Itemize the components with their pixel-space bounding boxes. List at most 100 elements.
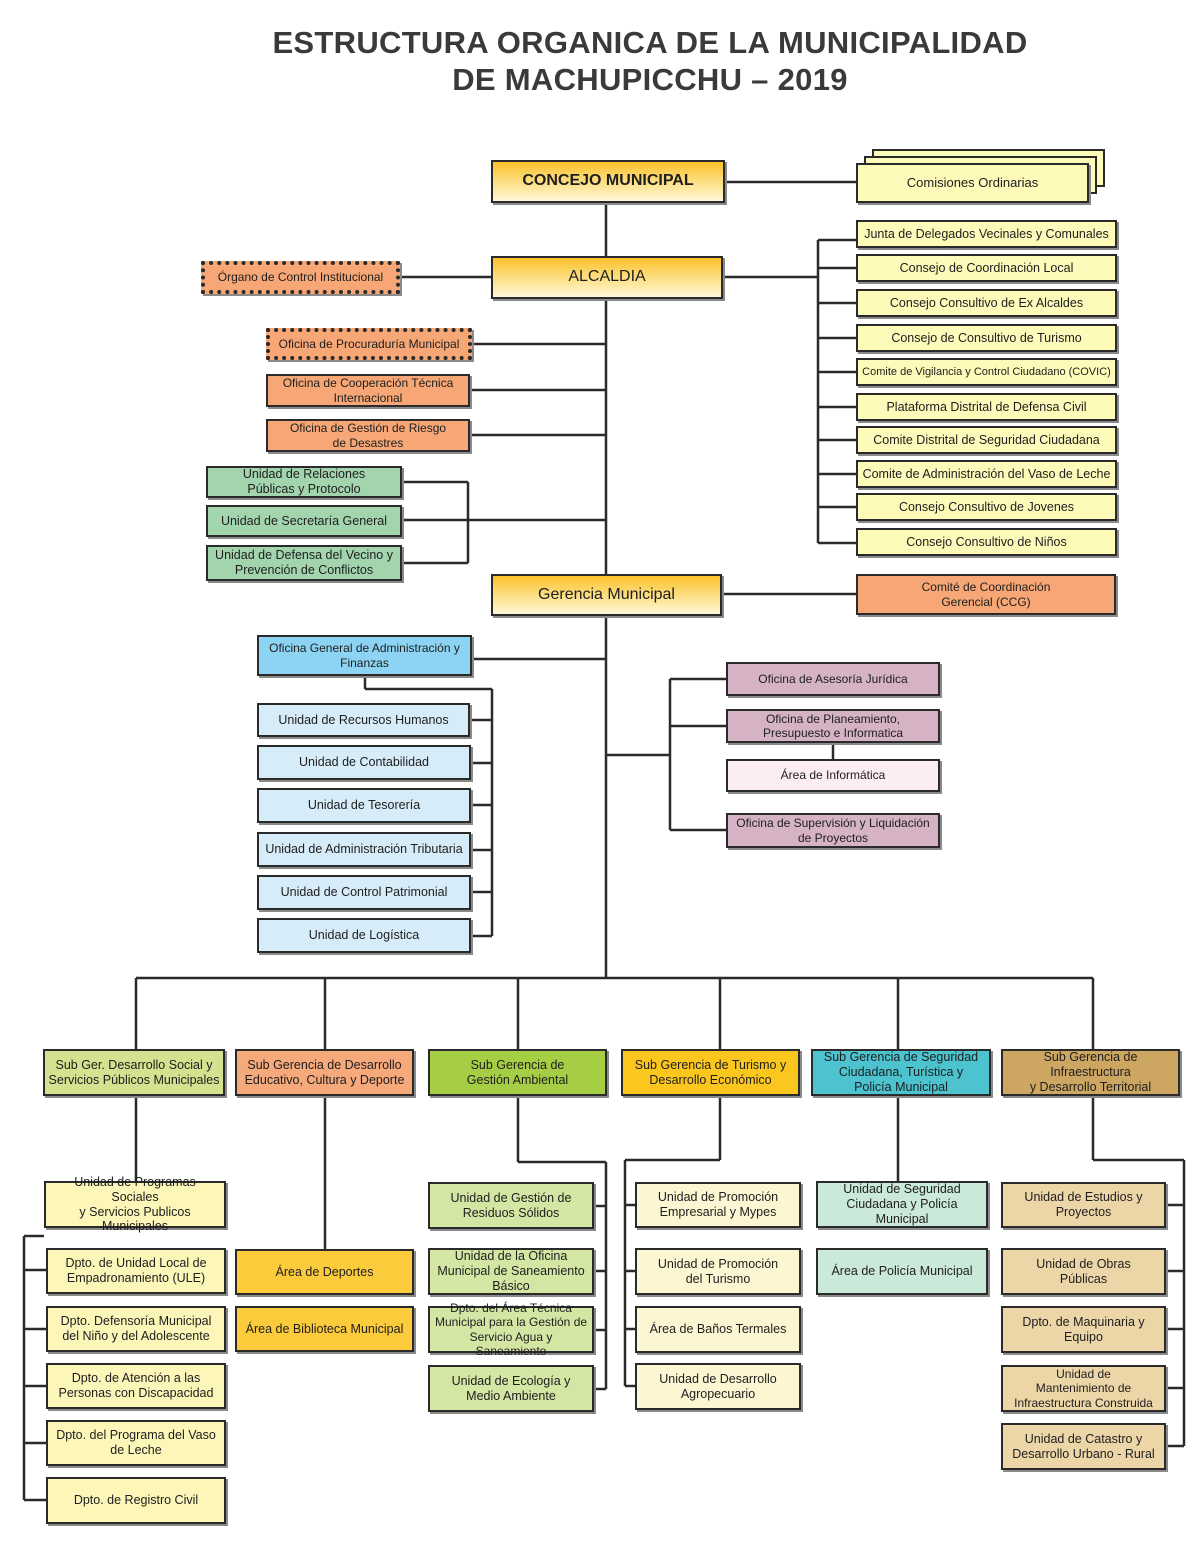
council-label: Consejo de Coordinación Local [899,260,1074,275]
dept-label: Dpto. de Registro Civil [73,1493,199,1508]
unit-label-line-2: Públicas y Protocolo [247,482,361,496]
council-box: Plataforma Distrital de Defensa Civil [856,393,1117,421]
council-box: Consejo de Consultivo de Turismo [856,324,1117,352]
gerencia-municipal-box: Gerencia Municipal [491,574,722,616]
organo-control-box: Órgano de Control Institucional [201,261,400,294]
unit-label-line-2: Prevención de Conflictos [234,563,374,577]
unit-label-line-2: Municipal para la Gestión de [434,1315,588,1330]
admin-head-label-line-2: Finanzas [340,655,389,670]
unit-label-line-2: Públicas [1059,1271,1108,1286]
unit-label-line-2: Residuos Sólidos [462,1205,560,1220]
alcaldia-label: ALCALDIA [568,268,646,286]
gerencia-municipal-label: Gerencia Municipal [538,585,675,603]
advisory-label-line-2: Presupuesto e Informatica [762,726,904,740]
council-box: Comite Distrital de Seguridad Ciudadana [856,426,1117,454]
alcaldia-box: ALCALDIA [491,256,723,299]
subgerencia-label-line-2: Educativo, Cultura y Deporte [244,1072,405,1087]
subgerencia-label-line-2: Gestión Ambiental [466,1072,569,1087]
area-label: Área de Deportes [275,1264,374,1279]
unit-label-line-2: del Turismo [685,1271,751,1286]
admin-unit-box: Unidad de Contabilidad [257,745,471,780]
council-label: Comite de Administración del Vaso de Lec… [862,466,1111,481]
unit-label-line-1: Unidad de [1056,1367,1111,1382]
office-label-line-2: Internacional [333,390,403,405]
ccg-label-line-1: Comité de Coordinación [921,580,1051,595]
admin-unit-label: Unidad de Tesorería [307,798,421,813]
unit-label-line-1: Unidad de Promoción [657,1256,779,1271]
col1-dept-box: Dpto. de Registro Civil [46,1477,226,1524]
admin-unit-box: Unidad de Recursos Humanos [257,703,470,737]
council-label: Consejo Consultivo de Ex Alcaldes [889,295,1084,310]
subgerencia-label-line-2: Ciudadana, Turística y [838,1065,964,1080]
unit-label-line-1: Unidad de Gestión de [450,1190,572,1205]
dept-label-line-1: Dpto. del Programa del Vaso [56,1428,216,1443]
unit-label-line-1: Unidad de Defensa del Vecino y [215,548,393,563]
unit-label-line-2: Equipo [1064,1329,1103,1344]
advisory-label-line-1: Oficina de Supervisión y Liquidación [736,816,930,831]
advisory-box: Oficina de Planeamiento,Presupuesto e In… [726,709,940,743]
office-label-line-2: de Desastres [332,435,404,450]
dept-label-line-2: de Leche [110,1443,162,1457]
area-label: Área de Biblioteca Municipal [245,1321,404,1336]
unit-label-line-1: Unidad de Estudios y [1024,1190,1143,1205]
organo-control-label: Órgano de Control Institucional [217,270,384,285]
col5-unit-box: Área de Policía Municipal [816,1248,988,1295]
admin-unit-label: Unidad de Logística [308,928,420,943]
subgerencia-label-line-1: Sub Gerencia de Desarrollo [247,1057,402,1072]
council-label: Comite Distrital de Seguridad Ciudadana [873,432,1100,447]
unit-label: Unidad de Secretaría General [220,513,388,528]
admin-head-label-line-1: Oficina General de Administración y [269,641,460,656]
council-box: Junta de Delegados Vecinales y Comunales [856,220,1117,248]
dept-label-line-2: Empadronamiento (ULE) [66,1271,206,1285]
comisiones-ordinarias-label: Comisiones Ordinarias [906,175,1039,191]
unit-label-line-2: Desarrollo Urbano - Rural [1012,1446,1155,1461]
green-unit-box: Unidad de Secretaría General [206,505,402,537]
unit-label: Área de Baños Termales [649,1322,787,1337]
ccg-label-line-2: Gerencial (CCG) [941,594,1031,609]
council-label: Comite de Vigilancia y Control Ciudadano… [862,365,1111,378]
council-label: Consejo Consultivo de Jovenes [898,499,1075,514]
subgerencia-label-line-1: Sub Ger. Desarrollo Social y [55,1057,213,1072]
advisory-label: Área de Informática [780,768,886,783]
council-label: Junta de Delegados Vecinales y Comunales [864,226,1109,241]
unit-label-line-3: Básico [492,1278,530,1293]
unit-label: Área de Policía Municipal [831,1264,973,1279]
advisory-box: Área de Informática [726,759,940,792]
council-label: Consejo de Consultivo de Turismo [891,330,1082,345]
unit-label-line-2: Medio Ambiente [466,1388,556,1403]
unit-label-line-2: Municipal de Saneamiento [437,1264,585,1279]
admin-unit-box: Unidad de Tesorería [257,788,471,823]
dept-label-line-2: del Niño y del Adolescente [62,1329,210,1343]
concejo-municipal-label: CONCEJO MUNICIPAL [522,172,694,190]
unit-label-line-2: Mantenimiento de [1035,1381,1132,1396]
council-box: Comite de Vigilancia y Control Ciudadano… [856,358,1117,386]
admin-unit-box: Unidad de Control Patrimonial [257,875,471,910]
unit-label-line-1: Unidad de Ecología y [451,1373,571,1388]
comisiones-ordinarias-box: Comisiones Ordinarias [856,163,1089,203]
col2-area-box: Área de Deportes [235,1249,414,1295]
admin-unit-box: Unidad de Administración Tributaria [257,832,471,867]
council-label: Plataforma Distrital de Defensa Civil [886,399,1087,414]
col1-head-label-line-2: y Servicios Publicos Municipales [79,1204,191,1234]
col1-head-label-line-1: Unidad de Programas Sociales [74,1175,196,1204]
advisory-label-line-1: Oficina de Planeamiento, [765,711,901,726]
council-label: Consejo Consultivo de Niños [906,534,1067,549]
